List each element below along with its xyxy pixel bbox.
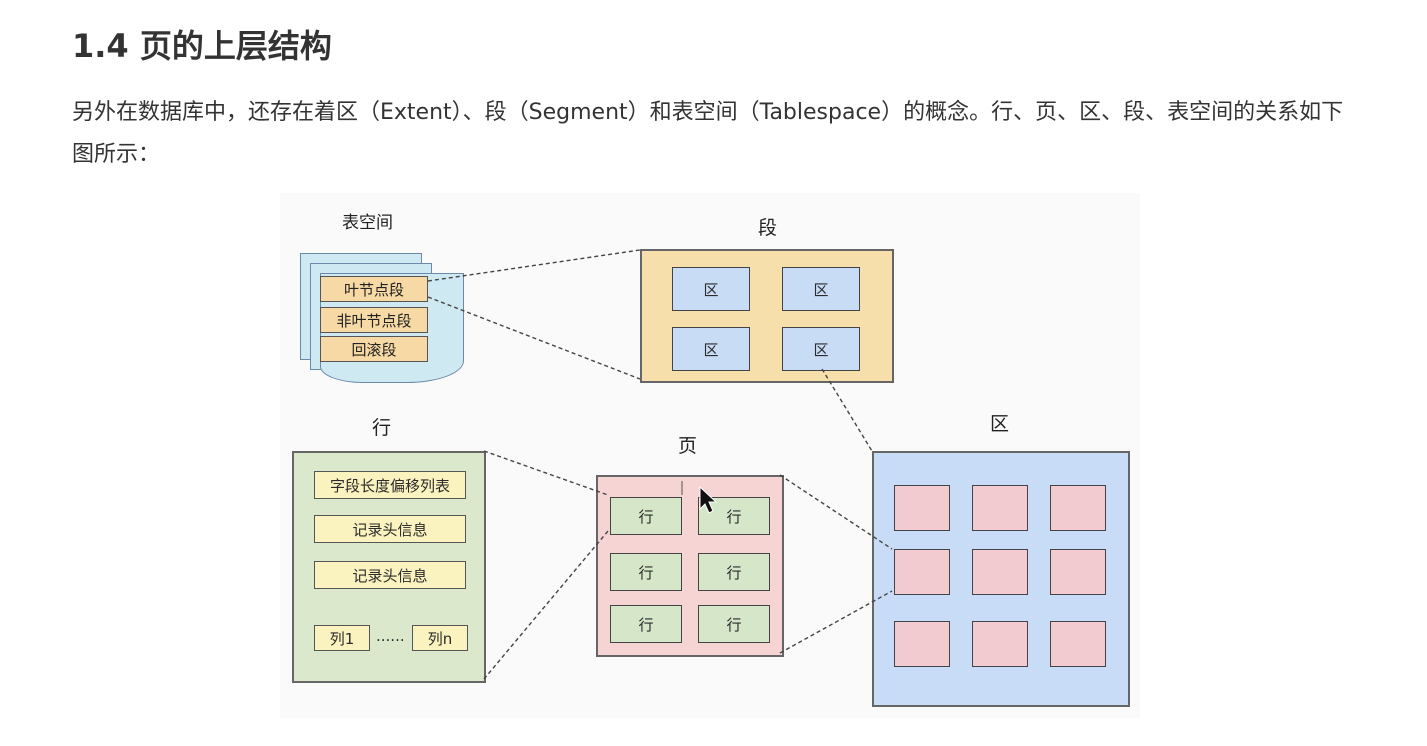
extent-page-5: [972, 549, 1028, 595]
extent-page-2: [972, 485, 1028, 531]
segment-extent-4: 区: [782, 327, 860, 371]
extent-title: 区: [990, 413, 1010, 435]
segment-tag-rollback: 回滚段: [320, 336, 428, 362]
row-title: 行: [372, 417, 392, 439]
row-field-header-1: 记录头信息: [314, 515, 466, 543]
segment-extent-2: 区: [782, 267, 860, 311]
segment-extent-3: 区: [672, 327, 750, 371]
page-row-3: 行: [610, 553, 682, 591]
extent-page-7: [894, 621, 950, 667]
page-title: 页: [678, 435, 698, 457]
tablespace-title: 表空间: [342, 213, 393, 233]
segment-title: 段: [758, 217, 778, 239]
extent-page-4: [894, 549, 950, 595]
page-row-6: 行: [698, 605, 770, 643]
extent-page-3: [1050, 485, 1106, 531]
segment-tag-leaf: 叶节点段: [320, 276, 428, 302]
page-box: 行 行 行 行 行 行: [596, 475, 784, 657]
page-row-4: 行: [698, 553, 770, 591]
page-row-2: 行: [698, 497, 770, 535]
extent-page-8: [972, 621, 1028, 667]
intro-paragraph: 另外在数据库中，还存在着区（Extent）、段（Segment）和表空间（Tab…: [72, 100, 1344, 167]
structure-diagram: 表空间 叶节点段 非叶节点段 回滚段 段 区 区 区 区 行 字段长度偏移列表 …: [280, 193, 1140, 718]
connector-row-page-bottom: [483, 530, 609, 680]
row-box: 字段长度偏移列表 记录头信息 记录头信息 列1 ...... 列n: [292, 451, 486, 683]
row-column-first: 列1: [314, 625, 370, 651]
segment-tag-nonleaf: 非叶节点段: [320, 307, 428, 333]
row-column-last: 列n: [412, 625, 468, 651]
row-field-header-2: 记录头信息: [314, 561, 466, 589]
page-row-5: 行: [610, 605, 682, 643]
segment-box: 区 区 区 区: [640, 249, 894, 383]
extent-page-6: [1050, 549, 1106, 595]
section-heading: 1.4 页的上层结构: [72, 27, 332, 65]
extent-box: [872, 451, 1130, 707]
connector-row-page-top: [483, 450, 609, 496]
extent-page-9: [1050, 621, 1106, 667]
page-row-1: 行: [610, 497, 682, 535]
segment-extent-1: 区: [672, 267, 750, 311]
row-field-offset-list: 字段长度偏移列表: [314, 471, 466, 499]
extent-page-1: [894, 485, 950, 531]
row-column-ellipsis: ......: [376, 627, 405, 645]
